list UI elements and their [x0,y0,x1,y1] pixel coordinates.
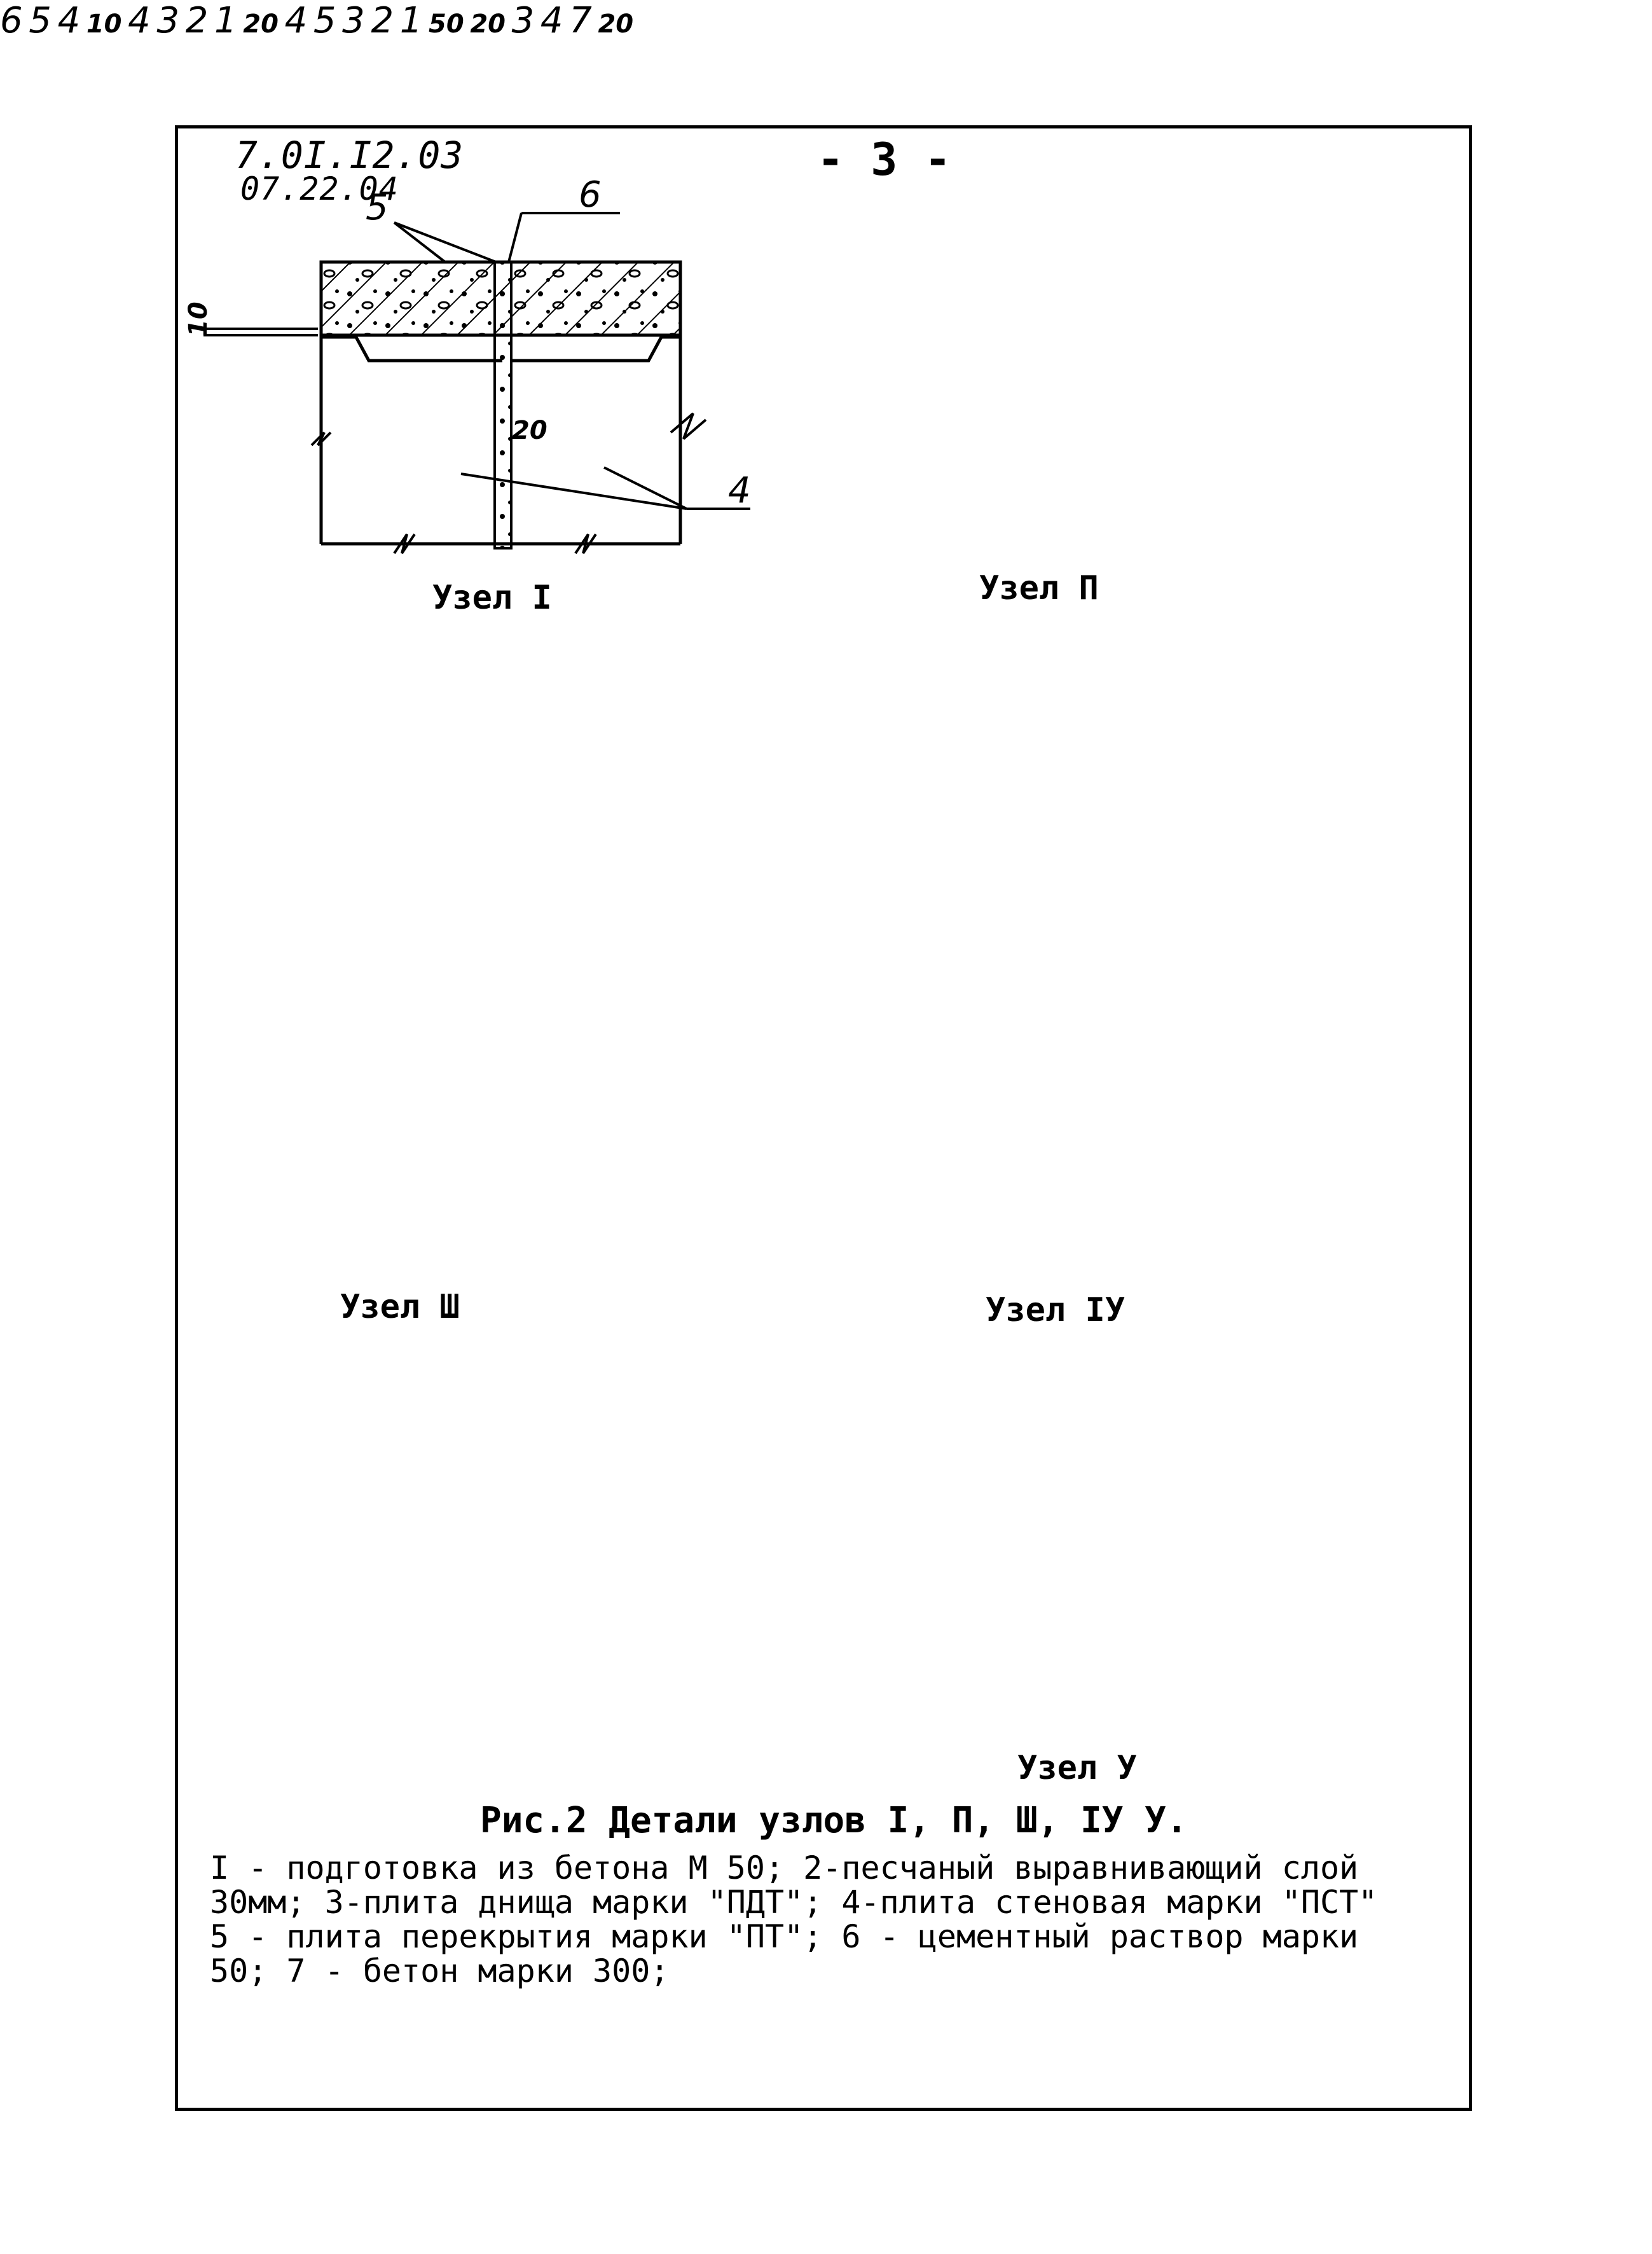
legend-line-3: 5 - плита перекрытия марки "ПТ"; 6 - цем… [210,1918,1359,1955]
node-5-drawing: 3 4 7 20 [512,0,634,41]
node-2-drawing: 6 5 4 10 [0,0,128,41]
node-5-label-3: 3 [511,0,535,41]
node-1-caption: Узел I [432,579,552,617]
legend-line-4: 50; 7 - бетон марки 300; [210,1953,670,1989]
node-3-label-1: 1 [214,0,237,41]
node-3-sand-layer: 4 3 2 1 20 [128,0,284,41]
node-4-caption: Узел IУ [986,1291,1125,1329]
node-1-joint [493,261,513,550]
node-4-bottom-slab: 4 5 3 2 1 50 20 [285,0,512,41]
document-code: 7.0I.I2.03 [235,134,464,177]
node-1-label-5: 5 [366,187,389,228]
node-1-dim-20: 20 [512,416,547,445]
legend-line-2: 30мм; 3-плита днища марки "ПДТ"; 4-плита… [210,1884,1378,1921]
node-1-drawing: 5 6 4 20 10 [184,174,751,555]
node-5-caption: Узел У [1017,1749,1137,1787]
legend-line-1: I - подготовка из бетона М 50; 2-песчаны… [210,1850,1359,1886]
node-4-sand-layer: 4 5 3 2 1 50 20 [285,0,512,41]
node-4-concrete-base: 4 5 3 2 1 50 20 [285,0,512,41]
node-2-label-4: 4 [57,0,81,41]
node-2-slab: 6 5 4 10 [0,0,128,41]
node-4-drawing: 4 5 3 2 1 50 20 [285,0,512,41]
figure-title: Рис.2 Детали узлов I, П, Ш, IУ У. [480,1800,1188,1841]
node-2-label-5: 5 [29,0,52,41]
node-4-dim-50: 50 [429,10,464,39]
node-3-dim-20: 20 [243,10,279,39]
node-3-bottom-slab: 4 3 2 1 20 [128,0,284,41]
node-5-concrete-joint: 3 4 7 20 [512,0,634,41]
document-subcode: 07.22.04 [240,170,399,207]
figure-legend: I - подготовка из бетона М 50; 2-песчаны… [210,1851,1437,1988]
node-1-label-6: 6 [579,174,602,216]
node-1-label-4: 4 [728,470,751,511]
node-4-label-4: 4 [284,0,308,41]
node-5-dim-20: 20 [598,10,634,39]
node-2-caption: Узел П [979,569,1099,607]
node-3-caption: Узел Ш [340,1288,460,1326]
node-3-label-4: 4 [128,0,151,41]
node-2-label-6: 6 [0,0,23,41]
node-4-label-1: 1 [399,0,423,41]
node-4-label-5: 5 [313,0,336,41]
node-1-dim-10: 10 [184,301,213,337]
node-4-dim-20: 20 [470,10,506,39]
node-3-label-2: 2 [185,0,209,41]
node-5-label-4: 4 [540,0,563,41]
node-2-dim-10: 10 [86,10,122,39]
node-4-label-3: 3 [342,0,365,41]
node-5-label-7: 7 [569,0,592,41]
node-4-label-2: 2 [371,0,394,41]
node-3-joint: 4 3 2 1 20 [128,0,284,41]
node-3-drawing: 4 3 2 1 20 [128,0,284,41]
node-3-label-3: 3 [156,0,180,41]
drawing-frame [175,125,1472,2111]
page-number: - 3 - [817,134,951,186]
node-3-concrete-base: 4 3 2 1 20 [128,0,284,41]
